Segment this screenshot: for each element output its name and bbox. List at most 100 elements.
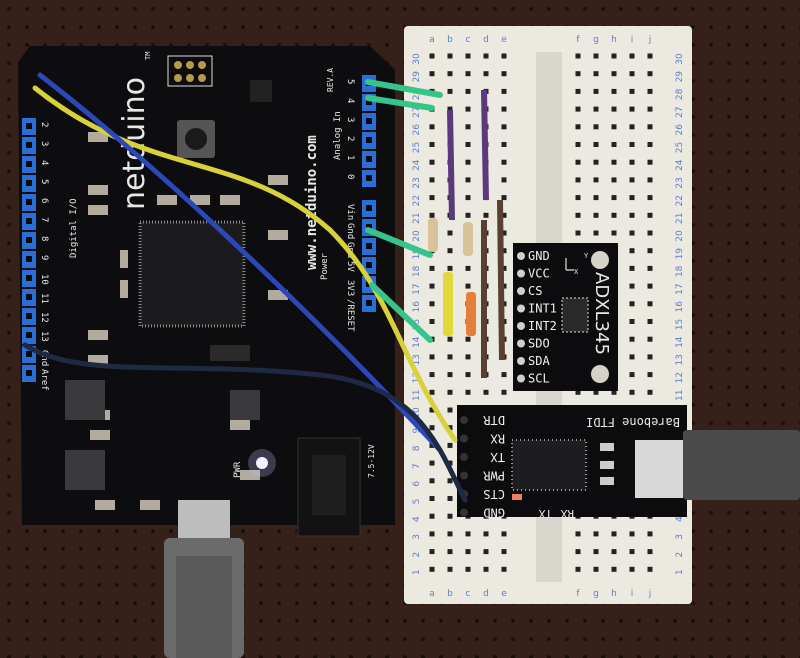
breadboard-hole[interactable]	[611, 142, 617, 147]
breadboard-hole[interactable]	[629, 53, 635, 59]
breadboard-hole[interactable]	[647, 195, 653, 201]
breadboard-hole[interactable]	[611, 195, 617, 201]
breadboard-hole[interactable]	[629, 124, 635, 130]
breadboard-hole[interactable]	[629, 230, 635, 236]
breadboard-hole[interactable]	[647, 230, 653, 236]
breadboard-hole[interactable]	[593, 566, 599, 572]
breadboard-hole[interactable]	[465, 212, 471, 218]
breadboard-hole[interactable]	[429, 407, 435, 413]
breadboard-hole[interactable]	[593, 195, 599, 201]
ftdi-header-pin[interactable]	[460, 508, 468, 517]
breadboard-hole[interactable]	[593, 389, 599, 395]
breadboard-hole[interactable]	[575, 71, 581, 77]
breadboard-hole[interactable]	[465, 354, 471, 360]
breadboard-hole[interactable]	[429, 354, 435, 360]
breadboard-hole[interactable]	[647, 142, 653, 147]
dc-barrel-jack[interactable]	[297, 437, 361, 537]
breadboard-hole[interactable]	[429, 372, 435, 378]
breadboard-hole[interactable]	[429, 478, 435, 484]
breadboard-hole[interactable]	[447, 354, 453, 360]
breadboard-hole[interactable]	[647, 53, 653, 59]
breadboard-hole[interactable]	[501, 549, 507, 555]
breadboard-hole[interactable]	[629, 531, 635, 537]
breadboard-hole[interactable]	[501, 566, 507, 572]
ftdi-usb-port[interactable]	[635, 440, 683, 498]
breadboard-hole[interactable]	[629, 549, 635, 555]
breadboard-hole[interactable]	[447, 248, 453, 254]
breadboard-hole[interactable]	[501, 142, 507, 147]
ftdi-header-pin[interactable]	[460, 453, 468, 461]
breadboard-hole[interactable]	[447, 566, 453, 572]
breadboard-hole[interactable]	[501, 531, 507, 537]
breadboard-hole[interactable]	[611, 53, 617, 59]
breadboard-hole[interactable]	[429, 460, 435, 466]
breadboard-hole[interactable]	[429, 124, 435, 130]
breadboard-hole[interactable]	[429, 442, 435, 448]
breadboard-hole[interactable]	[593, 531, 599, 537]
breadboard-hole[interactable]	[647, 248, 653, 254]
breadboard-hole[interactable]	[629, 389, 635, 395]
breadboard-hole[interactable]	[629, 71, 635, 77]
breadboard-hole[interactable]	[593, 142, 599, 147]
breadboard-hole[interactable]	[465, 389, 471, 395]
breadboard-hole[interactable]	[429, 283, 435, 289]
breadboard-hole[interactable]	[647, 372, 653, 378]
breadboard-hole[interactable]	[501, 195, 507, 201]
breadboard-hole[interactable]	[647, 106, 653, 112]
breadboard-hole[interactable]	[447, 425, 453, 431]
breadboard-hole[interactable]	[575, 177, 581, 183]
breadboard-hole[interactable]	[465, 283, 471, 289]
breadboard-hole[interactable]	[611, 230, 617, 236]
breadboard-hole[interactable]	[593, 212, 599, 218]
breadboard-hole[interactable]	[501, 106, 507, 112]
breadboard-hole[interactable]	[629, 283, 635, 289]
breadboard-hole[interactable]	[647, 88, 653, 94]
breadboard-hole[interactable]	[647, 265, 653, 271]
breadboard-hole[interactable]	[647, 177, 653, 183]
breadboard-hole[interactable]	[611, 159, 617, 165]
breadboard-hole[interactable]	[465, 124, 471, 130]
breadboard-hole[interactable]	[429, 513, 435, 519]
breadboard-hole[interactable]	[593, 71, 599, 77]
breadboard-hole[interactable]	[501, 53, 507, 59]
breadboard-hole[interactable]	[647, 301, 653, 307]
breadboard-hole[interactable]	[647, 566, 653, 572]
breadboard-hole[interactable]	[447, 336, 453, 342]
breadboard-hole[interactable]	[611, 566, 617, 572]
breadboard-hole[interactable]	[447, 496, 453, 501]
breadboard-hole[interactable]	[465, 336, 471, 342]
breadboard-hole[interactable]	[429, 549, 435, 555]
breadboard-hole[interactable]	[429, 53, 435, 59]
breadboard-hole[interactable]	[465, 531, 471, 537]
ftdi-header-pin[interactable]	[460, 471, 468, 480]
breadboard-hole[interactable]	[611, 212, 617, 218]
breadboard-hole[interactable]	[575, 142, 581, 147]
breadboard-hole[interactable]	[447, 230, 453, 236]
breadboard-hole[interactable]	[483, 71, 489, 77]
breadboard-hole[interactable]	[593, 549, 599, 555]
breadboard-hole[interactable]	[447, 460, 453, 466]
breadboard-hole[interactable]	[465, 159, 471, 165]
breadboard-hole[interactable]	[647, 71, 653, 77]
breadboard-hole[interactable]	[629, 106, 635, 112]
breadboard-hole[interactable]	[647, 549, 653, 555]
breadboard-hole[interactable]	[447, 265, 453, 271]
breadboard-hole[interactable]	[575, 531, 581, 537]
breadboard-hole[interactable]	[575, 230, 581, 236]
breadboard-hole[interactable]	[575, 106, 581, 112]
breadboard-hole[interactable]	[575, 389, 581, 395]
breadboard-hole[interactable]	[611, 106, 617, 112]
breadboard-hole[interactable]	[429, 142, 435, 147]
breadboard-hole[interactable]	[611, 71, 617, 77]
breadboard-hole[interactable]	[483, 53, 489, 59]
breadboard-hole[interactable]	[501, 88, 507, 94]
breadboard-hole[interactable]	[593, 124, 599, 130]
ftdi-header-pin[interactable]	[460, 416, 468, 424]
breadboard-hole[interactable]	[629, 195, 635, 201]
breadboard-hole[interactable]	[447, 53, 453, 59]
breadboard-hole[interactable]	[447, 372, 453, 378]
breadboard-hole[interactable]	[629, 212, 635, 218]
breadboard-hole[interactable]	[647, 319, 653, 324]
breadboard-hole[interactable]	[465, 549, 471, 555]
breadboard-hole[interactable]	[501, 212, 507, 218]
